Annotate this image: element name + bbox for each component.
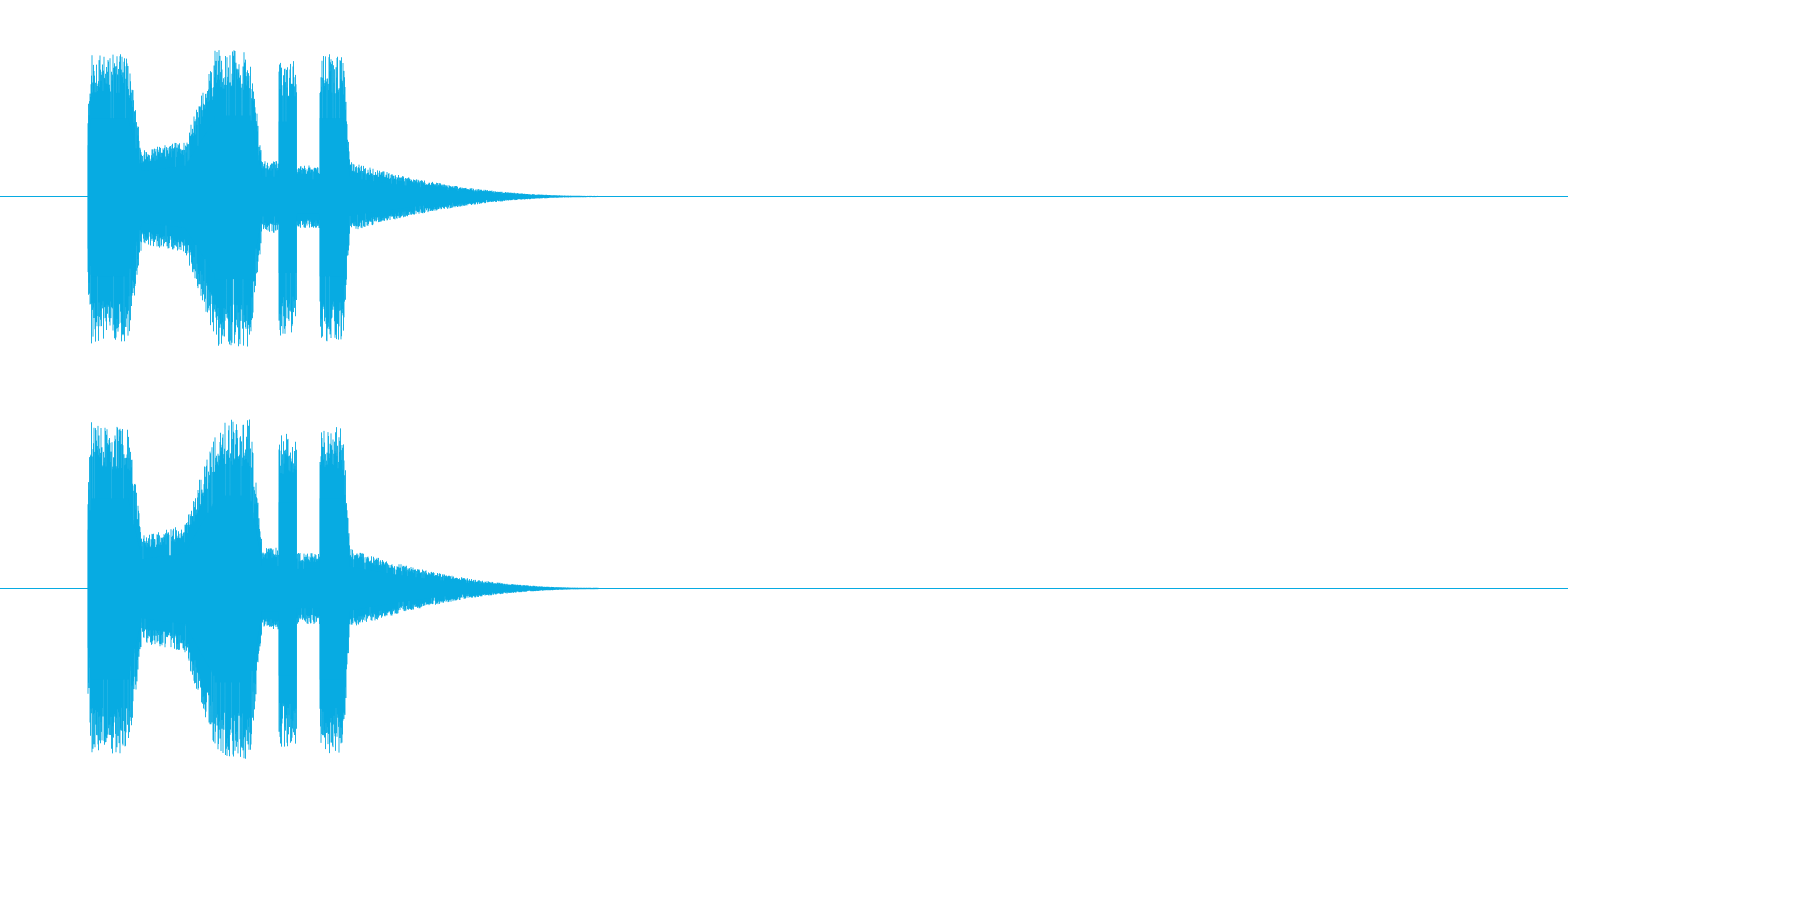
waveform-view <box>0 50 1568 759</box>
waveform-core <box>87 115 561 280</box>
waveform-core <box>87 495 561 683</box>
waveform-channel-2 <box>0 419 1568 759</box>
waveform-channel-1 <box>0 50 1568 347</box>
